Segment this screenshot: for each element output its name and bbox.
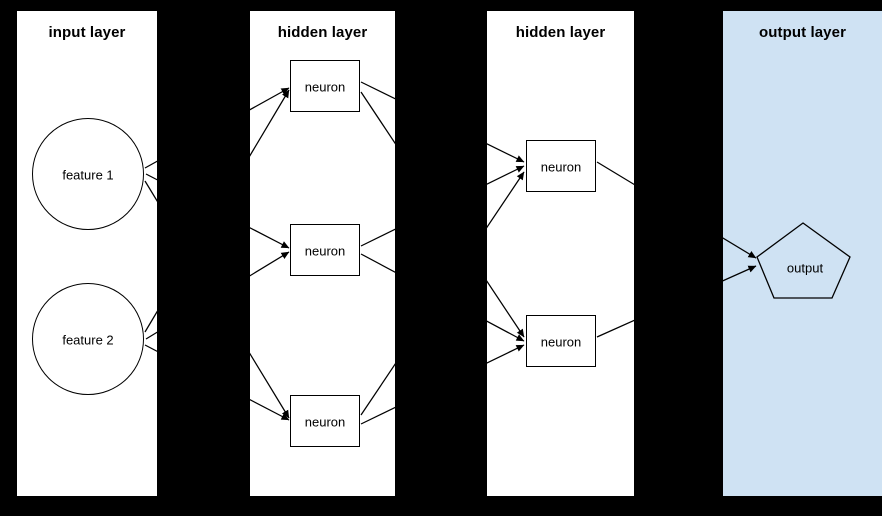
gap-mask-3 (634, 0, 723, 516)
node-label-neuron-h1-1: neuron (304, 79, 346, 95)
node-neuron-h2-2[interactable] (526, 315, 596, 367)
node-output-pentagon[interactable] (756, 222, 852, 300)
gap-mask-2 (395, 0, 487, 516)
layer-title-output: output layer (758, 24, 847, 41)
node-neuron-h1-3[interactable] (290, 395, 360, 447)
node-label-feature-2: feature 2 (62, 332, 114, 348)
node-neuron-h2-1[interactable] (526, 140, 596, 192)
node-label-output: output (786, 260, 824, 276)
gap-mask-bottom (0, 496, 882, 516)
node-feature-2[interactable] (32, 283, 144, 395)
layer-title-input: input layer (48, 24, 126, 41)
node-label-neuron-h2-1: neuron (540, 159, 582, 175)
node-neuron-h1-2[interactable] (290, 224, 360, 276)
gap-mask-left-edge (0, 0, 17, 516)
node-feature-1[interactable] (32, 118, 144, 230)
node-label-neuron-h2-2: neuron (540, 334, 582, 350)
layer-panel-hidden-2: hidden layer (487, 11, 634, 496)
layer-title-hidden-2: hidden layer (515, 24, 606, 41)
gap-mask-1 (157, 0, 250, 516)
node-neuron-h1-1[interactable] (290, 60, 360, 112)
node-label-neuron-h1-2: neuron (304, 243, 346, 259)
layer-panel-input: input layer (17, 11, 157, 496)
layer-title-hidden-1: hidden layer (277, 24, 368, 41)
node-label-neuron-h1-3: neuron (304, 414, 346, 430)
gap-mask-top (0, 0, 882, 11)
node-label-feature-1: feature 1 (62, 167, 114, 183)
